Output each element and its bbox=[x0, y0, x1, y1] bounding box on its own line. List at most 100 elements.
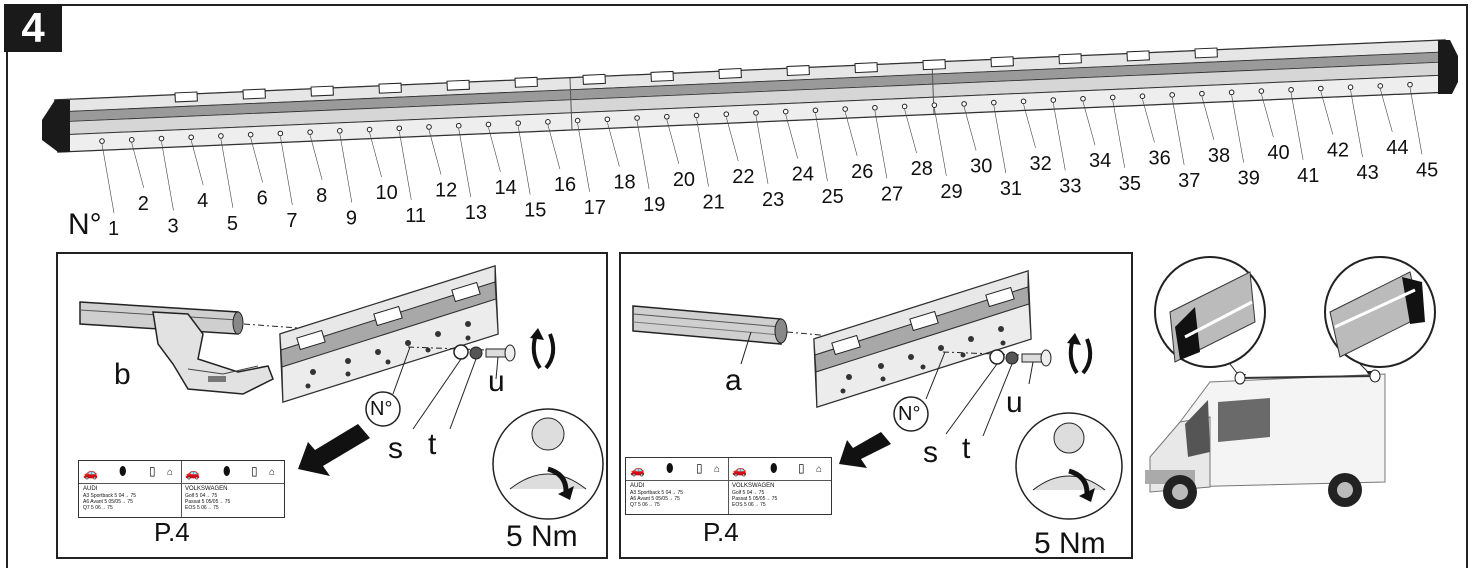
car-icon: 🚗 bbox=[732, 463, 747, 477]
hole-number-label: 9 bbox=[346, 207, 357, 229]
nut-label: t bbox=[428, 428, 437, 461]
panel-left-illustration bbox=[79, 264, 604, 520]
washer-label: s bbox=[923, 436, 938, 469]
rail-hole bbox=[1407, 81, 1413, 88]
hole-leader-line bbox=[517, 126, 531, 195]
hole-number-label: 1 bbox=[108, 218, 119, 240]
rail-hole bbox=[574, 117, 581, 124]
table-row: A6 Avant 5 05/05→ 75 bbox=[630, 496, 680, 502]
rail-hole bbox=[99, 138, 105, 144]
rail-slot bbox=[378, 82, 402, 94]
hole-number-label: 20 bbox=[673, 169, 695, 191]
hole-number-label: 8 bbox=[316, 185, 327, 207]
hole-leader-line bbox=[339, 133, 353, 203]
hole-leader-line bbox=[1201, 96, 1215, 140]
hole-leader-line bbox=[844, 111, 858, 156]
rail-hole bbox=[515, 120, 521, 126]
rail-slot bbox=[854, 62, 878, 74]
tire-icon: ⬮ bbox=[770, 461, 778, 475]
hole-leader-line bbox=[1261, 93, 1274, 138]
page-reference: P.4 bbox=[154, 517, 190, 547]
hole-leader-line bbox=[755, 115, 769, 184]
hole-leader-line bbox=[725, 117, 739, 162]
hole-number-label: 36 bbox=[1148, 147, 1170, 169]
roof-icon: ⌂ bbox=[167, 467, 174, 478]
rail-holes bbox=[99, 81, 1413, 144]
rail-hole bbox=[188, 134, 194, 141]
hole-leader-line bbox=[1082, 101, 1096, 146]
tire-icon: ⬮ bbox=[666, 461, 674, 475]
rail-hole bbox=[753, 110, 759, 116]
hole-number-label: 6 bbox=[257, 187, 268, 209]
rail-diagram: 1234567891011121314151617181920212223242… bbox=[42, 39, 1458, 240]
rail-hole bbox=[1169, 92, 1175, 98]
car-icon: 🚗 bbox=[83, 466, 98, 480]
hole-number-label: 34 bbox=[1089, 150, 1111, 172]
rail-body bbox=[42, 39, 1458, 153]
door-icon: ▯ bbox=[696, 461, 703, 475]
hole-leader-line bbox=[309, 135, 323, 180]
hole-leader-line bbox=[1023, 104, 1036, 148]
hole-leader-line bbox=[666, 119, 680, 164]
hole-number-label: 40 bbox=[1267, 142, 1289, 164]
rail-hole bbox=[1139, 93, 1146, 99]
hole-number-label: 11 bbox=[405, 205, 426, 227]
rail-hole bbox=[1050, 97, 1057, 103]
table-row: Q7 5 06→ 75 bbox=[630, 502, 660, 508]
hole-leader-line bbox=[934, 108, 947, 176]
hole-number-label: 15 bbox=[524, 199, 546, 221]
hole-leader-line bbox=[161, 141, 174, 211]
rail-hole bbox=[337, 128, 343, 134]
hole-number-label: 21 bbox=[703, 191, 725, 213]
rail-slot bbox=[786, 65, 810, 77]
hole-number-label: 13 bbox=[465, 202, 487, 224]
rail-hole bbox=[307, 129, 313, 135]
rail-hole bbox=[1228, 89, 1235, 96]
rail-hole bbox=[782, 108, 789, 115]
rail-hole bbox=[664, 113, 670, 120]
vehicle-table: 🚗 ⬮ ▯ ⌂ 🚗 ⬮ ▯ ⌂ AUDI VOLKSWAGEN A3 Sport… bbox=[625, 457, 832, 515]
diagram-frame bbox=[6, 4, 1468, 568]
hole-leader-line bbox=[904, 109, 917, 154]
hole-leader-line bbox=[1052, 102, 1066, 171]
hole-number-label: 2 bbox=[138, 193, 149, 215]
roof-icon: ⌂ bbox=[816, 464, 823, 475]
hole-number-label: 22 bbox=[732, 166, 754, 188]
rail-hole bbox=[1258, 88, 1265, 94]
rail-hole bbox=[1109, 94, 1116, 101]
rail-hole bbox=[366, 126, 373, 133]
hole-number-label: 42 bbox=[1327, 139, 1349, 161]
hole-leader-line bbox=[1171, 97, 1185, 166]
panel-steel-bar: b N° s t u 5 Nm P.4 🚗 ⬮ ▯ ⌂ 🚗 ⬮ ▯ ⌂ AUDI… bbox=[56, 252, 608, 559]
hole-leader-line bbox=[1409, 87, 1423, 155]
roof-icon: ⌂ bbox=[714, 464, 721, 475]
hole-leader-line bbox=[993, 105, 1007, 174]
hole-leader-line bbox=[1350, 90, 1363, 158]
rail-hole bbox=[901, 103, 908, 110]
rail-hole bbox=[991, 99, 997, 106]
rail-hole bbox=[1080, 95, 1086, 102]
rail-hole bbox=[158, 135, 165, 142]
hole-number-label: 29 bbox=[940, 181, 962, 203]
rail-slot bbox=[582, 73, 606, 85]
hole-number-label: 35 bbox=[1119, 173, 1141, 195]
hole-number-label: 12 bbox=[435, 179, 457, 201]
table-row: Passat 5 05/05→ 75 bbox=[732, 496, 778, 502]
torque-value: 5 Nm bbox=[506, 520, 578, 553]
hole-number-label: 45 bbox=[1416, 159, 1438, 181]
rail-hole bbox=[723, 111, 730, 117]
hole-leader-line bbox=[458, 128, 472, 198]
rail-hole bbox=[277, 130, 284, 137]
rail-slot bbox=[446, 79, 470, 91]
hole-leader-line bbox=[369, 132, 382, 178]
hole-number-label: 10 bbox=[376, 182, 398, 204]
table-row: A6 Avant 5 05/05→ 75 bbox=[83, 499, 133, 505]
car-icon: 🚗 bbox=[630, 463, 645, 477]
rail-hole bbox=[931, 102, 938, 108]
rail-slot bbox=[174, 91, 198, 103]
hole-leader-line bbox=[280, 136, 293, 206]
hole-number-label: 32 bbox=[1030, 153, 1052, 175]
hole-number-label: 16 bbox=[554, 174, 576, 196]
hole-leader-line bbox=[547, 124, 561, 170]
hole-number-label: 28 bbox=[911, 158, 933, 180]
